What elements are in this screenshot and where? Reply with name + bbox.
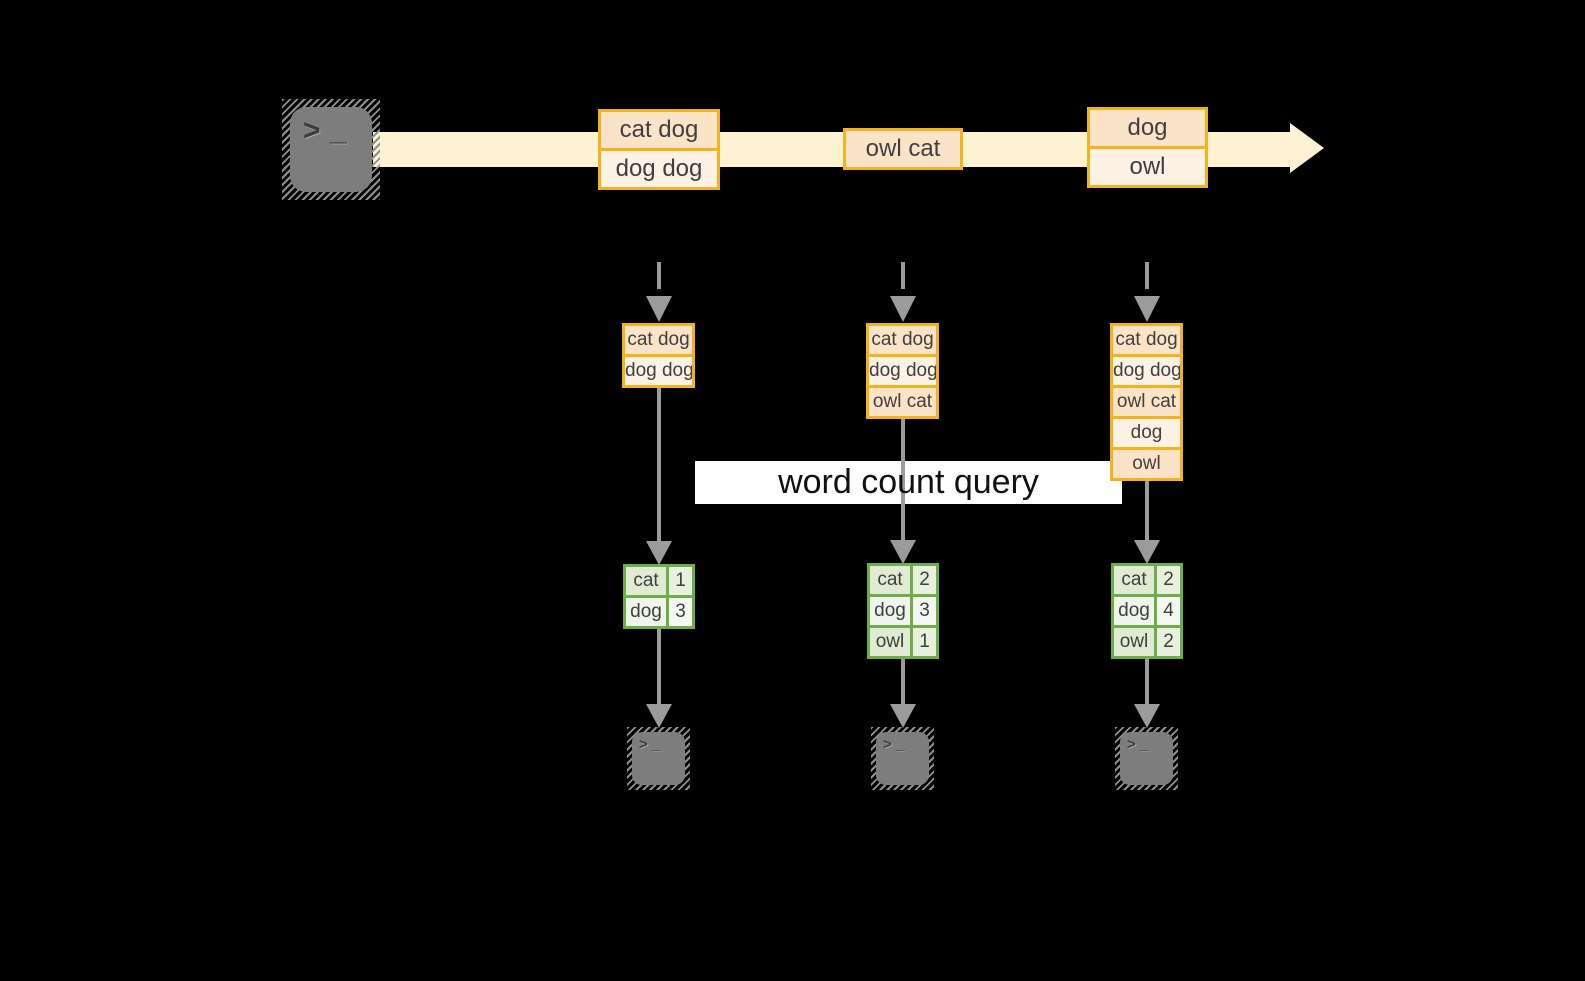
dashed-arrow-segment xyxy=(901,262,905,289)
stack-item: owl cat xyxy=(869,385,936,416)
count-table-2: cat 2 dog 3 owl 1 xyxy=(867,563,939,659)
word-cell: dog xyxy=(870,597,913,625)
prompt-chevron-icon: > xyxy=(303,114,321,147)
word-cell: dog xyxy=(626,598,669,626)
terminal-body: > _ xyxy=(876,732,929,785)
input-stack-2: cat dog dog dog owl cat xyxy=(866,323,939,419)
stream-arrow-head-icon xyxy=(1290,123,1324,173)
table-row: dog 3 xyxy=(626,595,692,626)
connector-line xyxy=(1145,659,1149,707)
word-cell: cat xyxy=(870,566,913,594)
count-cell: 1 xyxy=(913,628,936,656)
prompt-underscore-icon: _ xyxy=(1140,736,1149,753)
event-line: dog xyxy=(1090,110,1205,146)
prompt-underscore-icon: _ xyxy=(330,114,347,147)
connector-line xyxy=(901,659,905,707)
stream-event-box-1: cat dog dog dog xyxy=(598,109,720,190)
stack-item: cat dog xyxy=(869,326,936,354)
stack-item: owl cat xyxy=(1113,385,1180,416)
stack-item: dog dog xyxy=(625,354,692,385)
down-arrowhead-icon xyxy=(646,541,672,565)
table-row: cat 2 xyxy=(870,566,936,594)
source-terminal-icon: > _ xyxy=(282,99,380,200)
count-cell: 4 xyxy=(1157,597,1180,625)
down-arrowhead-icon xyxy=(890,704,916,728)
connector-line xyxy=(1145,481,1149,543)
down-arrowhead-icon xyxy=(1134,704,1160,728)
input-stack-3: cat dog dog dog owl cat dog owl xyxy=(1110,323,1183,481)
stream-event-box-3: dog owl xyxy=(1087,107,1208,188)
word-cell: cat xyxy=(1114,566,1157,594)
stack-item: owl xyxy=(1113,447,1180,478)
count-cell: 2 xyxy=(913,566,936,594)
sink-terminal-icon-2: > _ xyxy=(871,727,934,790)
stack-item: dog xyxy=(1113,416,1180,447)
stack-item: dog dog xyxy=(869,354,936,385)
table-row: owl 1 xyxy=(870,625,936,656)
connector-line xyxy=(657,388,661,544)
event-line: dog dog xyxy=(601,148,717,187)
dashed-arrow-segment xyxy=(657,262,661,289)
table-row: dog 3 xyxy=(870,594,936,625)
query-label-band xyxy=(695,461,1122,504)
count-cell: 3 xyxy=(913,597,936,625)
terminal-body: > _ xyxy=(290,107,372,192)
stack-item: cat dog xyxy=(1113,326,1180,354)
count-table-3: cat 2 dog 4 owl 2 xyxy=(1111,563,1183,659)
terminal-body: > _ xyxy=(632,732,685,785)
down-arrowhead-icon xyxy=(1134,540,1160,564)
word-cell: cat xyxy=(626,567,669,595)
table-row: dog 4 xyxy=(1114,594,1180,625)
down-arrowhead-icon xyxy=(646,704,672,728)
input-stack-1: cat dog dog dog xyxy=(622,323,695,388)
connector-line xyxy=(901,419,905,543)
count-cell: 3 xyxy=(669,598,692,626)
dashed-arrow-segment xyxy=(1145,262,1149,289)
table-row: cat 2 xyxy=(1114,566,1180,594)
word-cell: owl xyxy=(1114,628,1157,656)
count-cell: 2 xyxy=(1157,566,1180,594)
count-table-1: cat 1 dog 3 xyxy=(623,564,695,629)
count-cell: 2 xyxy=(1157,628,1180,656)
prompt-chevron-icon: > xyxy=(639,736,648,753)
table-row: cat 1 xyxy=(626,567,692,595)
sink-terminal-icon-1: > _ xyxy=(627,727,690,790)
word-cell: owl xyxy=(870,628,913,656)
count-cell: 1 xyxy=(669,567,692,595)
table-row: owl 2 xyxy=(1114,625,1180,656)
prompt-underscore-icon: _ xyxy=(896,736,905,753)
stack-item: dog dog xyxy=(1113,354,1180,385)
word-cell: dog xyxy=(1114,597,1157,625)
prompt-underscore-icon: _ xyxy=(652,736,661,753)
down-arrowhead-icon xyxy=(890,296,916,322)
down-arrowhead-icon xyxy=(1134,296,1160,322)
event-line: owl cat xyxy=(846,131,960,167)
terminal-body: > _ xyxy=(1120,732,1173,785)
prompt-chevron-icon: > xyxy=(883,736,892,753)
stack-item: cat dog xyxy=(625,326,692,354)
sink-terminal-icon-3: > _ xyxy=(1115,727,1178,790)
event-line: owl xyxy=(1090,146,1205,185)
down-arrowhead-icon xyxy=(890,540,916,564)
stream-event-box-2: owl cat xyxy=(843,128,963,170)
down-arrowhead-icon xyxy=(646,296,672,322)
query-label: word count query xyxy=(778,463,1039,501)
prompt-chevron-icon: > xyxy=(1127,736,1136,753)
event-line: cat dog xyxy=(601,112,717,148)
connector-line xyxy=(657,629,661,707)
